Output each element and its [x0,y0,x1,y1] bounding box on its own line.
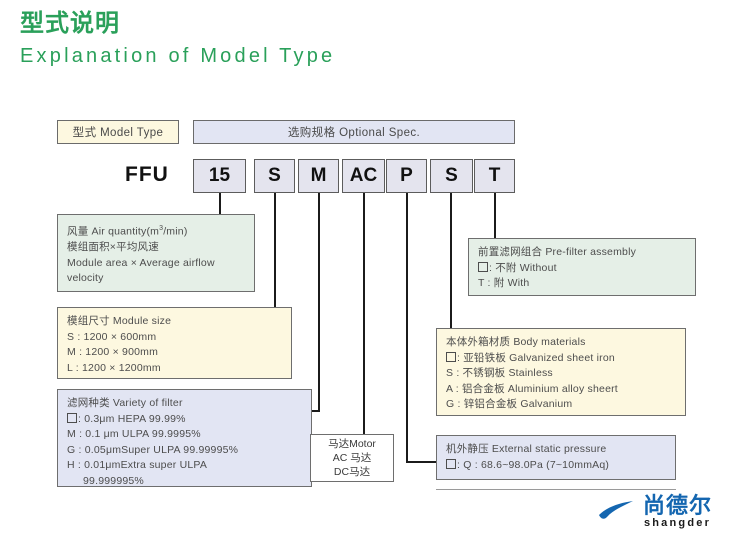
footer-divider [436,489,676,490]
checkbox-icon [446,458,456,469]
motor-line-1: 马达Motor [328,438,376,450]
filter-variety-row-g: G : 0.05μmSuper ULPA 99.99995% [67,443,239,456]
connector-p-vert [406,193,408,463]
prefilter-row-with: T : 附 With [478,277,530,289]
header-box-model-type: 型式 Model Type [57,120,179,144]
body-materials-row-s: S : 不锈钢板 Stainless [446,367,553,379]
body-materials-title: 本体外箱材质 Body materials [446,336,586,348]
header-label-model-type: 型式 Model Type [72,127,164,139]
code-cell-m[interactable]: M [298,159,339,193]
connector-15 [219,193,221,215]
module-size-row-m: M : 1200 × 900mm [67,346,159,358]
static-pressure-title: 机外静压 External static pressure [446,443,607,455]
code-cell-ac[interactable]: AC [342,159,385,193]
air-quantity-line-3: Module area × Average airflow [67,256,215,269]
connector-t [494,193,496,238]
checkbox-icon [478,261,488,272]
connector-s2 [450,193,452,328]
motor-line-3: DC马达 [333,466,371,478]
body-materials-row-g: G : 锌铝合金板 Galvanium [446,398,573,410]
box-air-quantity: 风量 Air quantity(m3/min) 模组面积×平均风速 Module… [57,214,255,292]
connector-p-horz [406,461,436,463]
checkbox-icon [446,351,456,362]
box-static-pressure: 机外静压 External static pressure : Q : 68.6… [436,435,676,480]
air-quantity-line-4: velocity [67,272,104,284]
checkbox-icon [67,412,77,423]
code-cell-p[interactable]: P [386,159,427,193]
swoosh-icon [599,501,633,519]
prefilter-title: 前置滤网组合 Pre-filter assembly [478,246,637,258]
air-quantity-line-1: 风量 Air quantity(m3/min) [67,225,188,238]
code-cell-s1[interactable]: S [254,159,295,193]
module-size-row-s: S : 1200 × 600mm [67,330,157,343]
connector-s1 [274,193,276,308]
logo-text-en: shangder [643,517,712,529]
connector-ac [363,193,365,435]
box-motor: 马达Motor AC 马达 DC马达 [310,434,394,482]
filter-variety-row-h: H : 0.01μmExtra super ULPA [67,459,208,471]
filter-variety-row-h-cont: 99.999995% [83,474,144,487]
brand-logo: 尚德尔 shangder [597,495,712,529]
logo-text-cn: 尚德尔 [643,493,713,518]
filter-variety-row-m: M : 0.1 μm ULPA 99.9995% [67,428,201,440]
module-size-title: 模组尺寸 Module size [67,315,172,327]
code-cell-s2[interactable]: S [430,159,473,193]
header-label-optional-spec: 选购规格 Optional Spec. [287,127,421,139]
box-filter-variety: 滤网种类 Variety of filter : 0.3μm HEPA 99.9… [57,389,312,487]
box-prefilter-assembly: 前置滤网组合 Pre-filter assembly : 不附 Without … [468,238,696,296]
connector-m-vert [318,193,320,412]
prefilter-row-without: : 不附 Without [478,261,687,277]
filter-variety-row-default: : 0.3μm HEPA 99.99% [67,412,303,428]
filter-variety-title: 滤网种类 Variety of filter [67,397,183,409]
body-materials-row-default: : 亚铅铁板 Galvanized sheet iron [446,351,677,367]
motor-line-2: AC 马达 [332,452,372,464]
box-body-materials: 本体外箱材质 Body materials : 亚铅铁板 Galvanized … [436,328,686,416]
page-title-cn: 型式说明 [20,10,120,37]
box-module-size: 模组尺寸 Module size S : 1200 × 600mm M : 12… [57,307,292,379]
static-pressure-row-q: : Q : 68.6~98.0Pa (7~10mmAq) [446,458,667,474]
body-materials-row-a: A : 铝合金板 Aluminium alloy sheert [446,382,618,395]
code-prefix-ffu: FFU [125,163,169,186]
header-box-optional-spec: 选购规格 Optional Spec. [193,120,515,144]
code-cell-t[interactable]: T [474,159,515,193]
air-quantity-line-2: 模组面积×平均风速 [67,241,159,253]
module-size-row-l: L : 1200 × 1200mm [67,361,161,374]
page-title-en: Explanation of Model Type [20,45,336,67]
code-cell-15[interactable]: 15 [193,159,246,193]
